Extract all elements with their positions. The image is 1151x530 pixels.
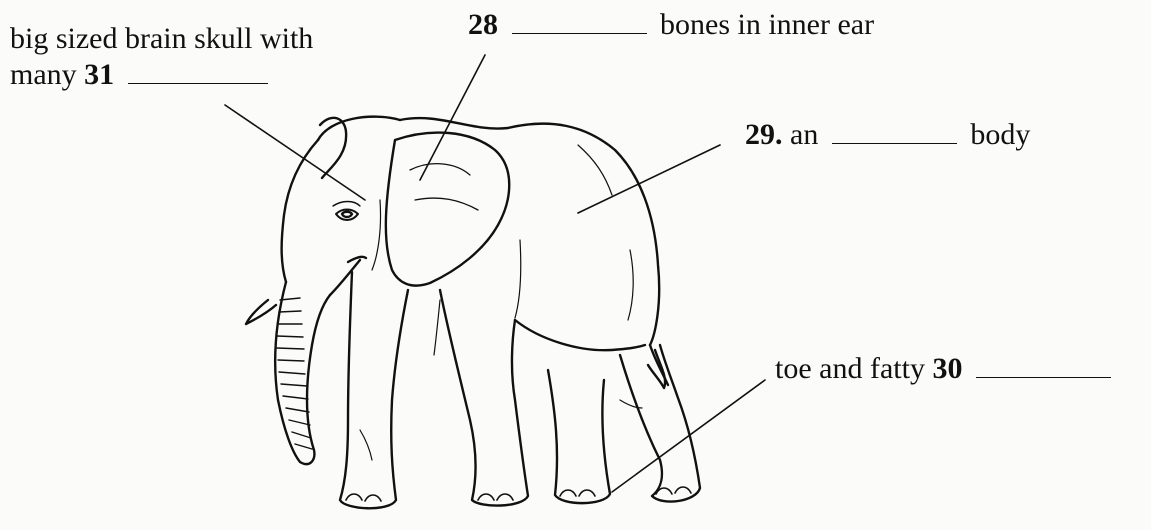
label-toe-number: 30: [932, 352, 962, 385]
label-body-number: 29.: [745, 118, 783, 151]
label-skull-line2: many 31: [10, 58, 268, 92]
label-skull-line1: big sized brain skull with: [10, 22, 313, 56]
blank-30[interactable]: [976, 353, 1111, 378]
elephant-outline: [246, 117, 700, 509]
label-body: 29. an body: [745, 118, 1030, 152]
label-ear-number: 28: [468, 8, 498, 41]
label-toe-text: toe and fatty: [775, 352, 925, 385]
blank-31[interactable]: [128, 59, 268, 84]
label-toe: toe and fatty 30: [775, 352, 1111, 386]
label-skull-number: 31: [84, 58, 114, 91]
leader-line-skull: [225, 105, 365, 200]
label-body-post: body: [970, 118, 1030, 151]
label-skull-text: many: [10, 58, 77, 91]
label-body-pre: an: [790, 118, 818, 151]
label-ear-text: bones in inner ear: [660, 8, 874, 41]
label-ear: 28 bones in inner ear: [468, 8, 874, 42]
leader-lines: [225, 55, 765, 492]
blank-28[interactable]: [512, 9, 647, 34]
leader-line-body: [578, 145, 720, 213]
blank-29[interactable]: [832, 119, 957, 144]
leader-line-toe: [612, 380, 765, 492]
